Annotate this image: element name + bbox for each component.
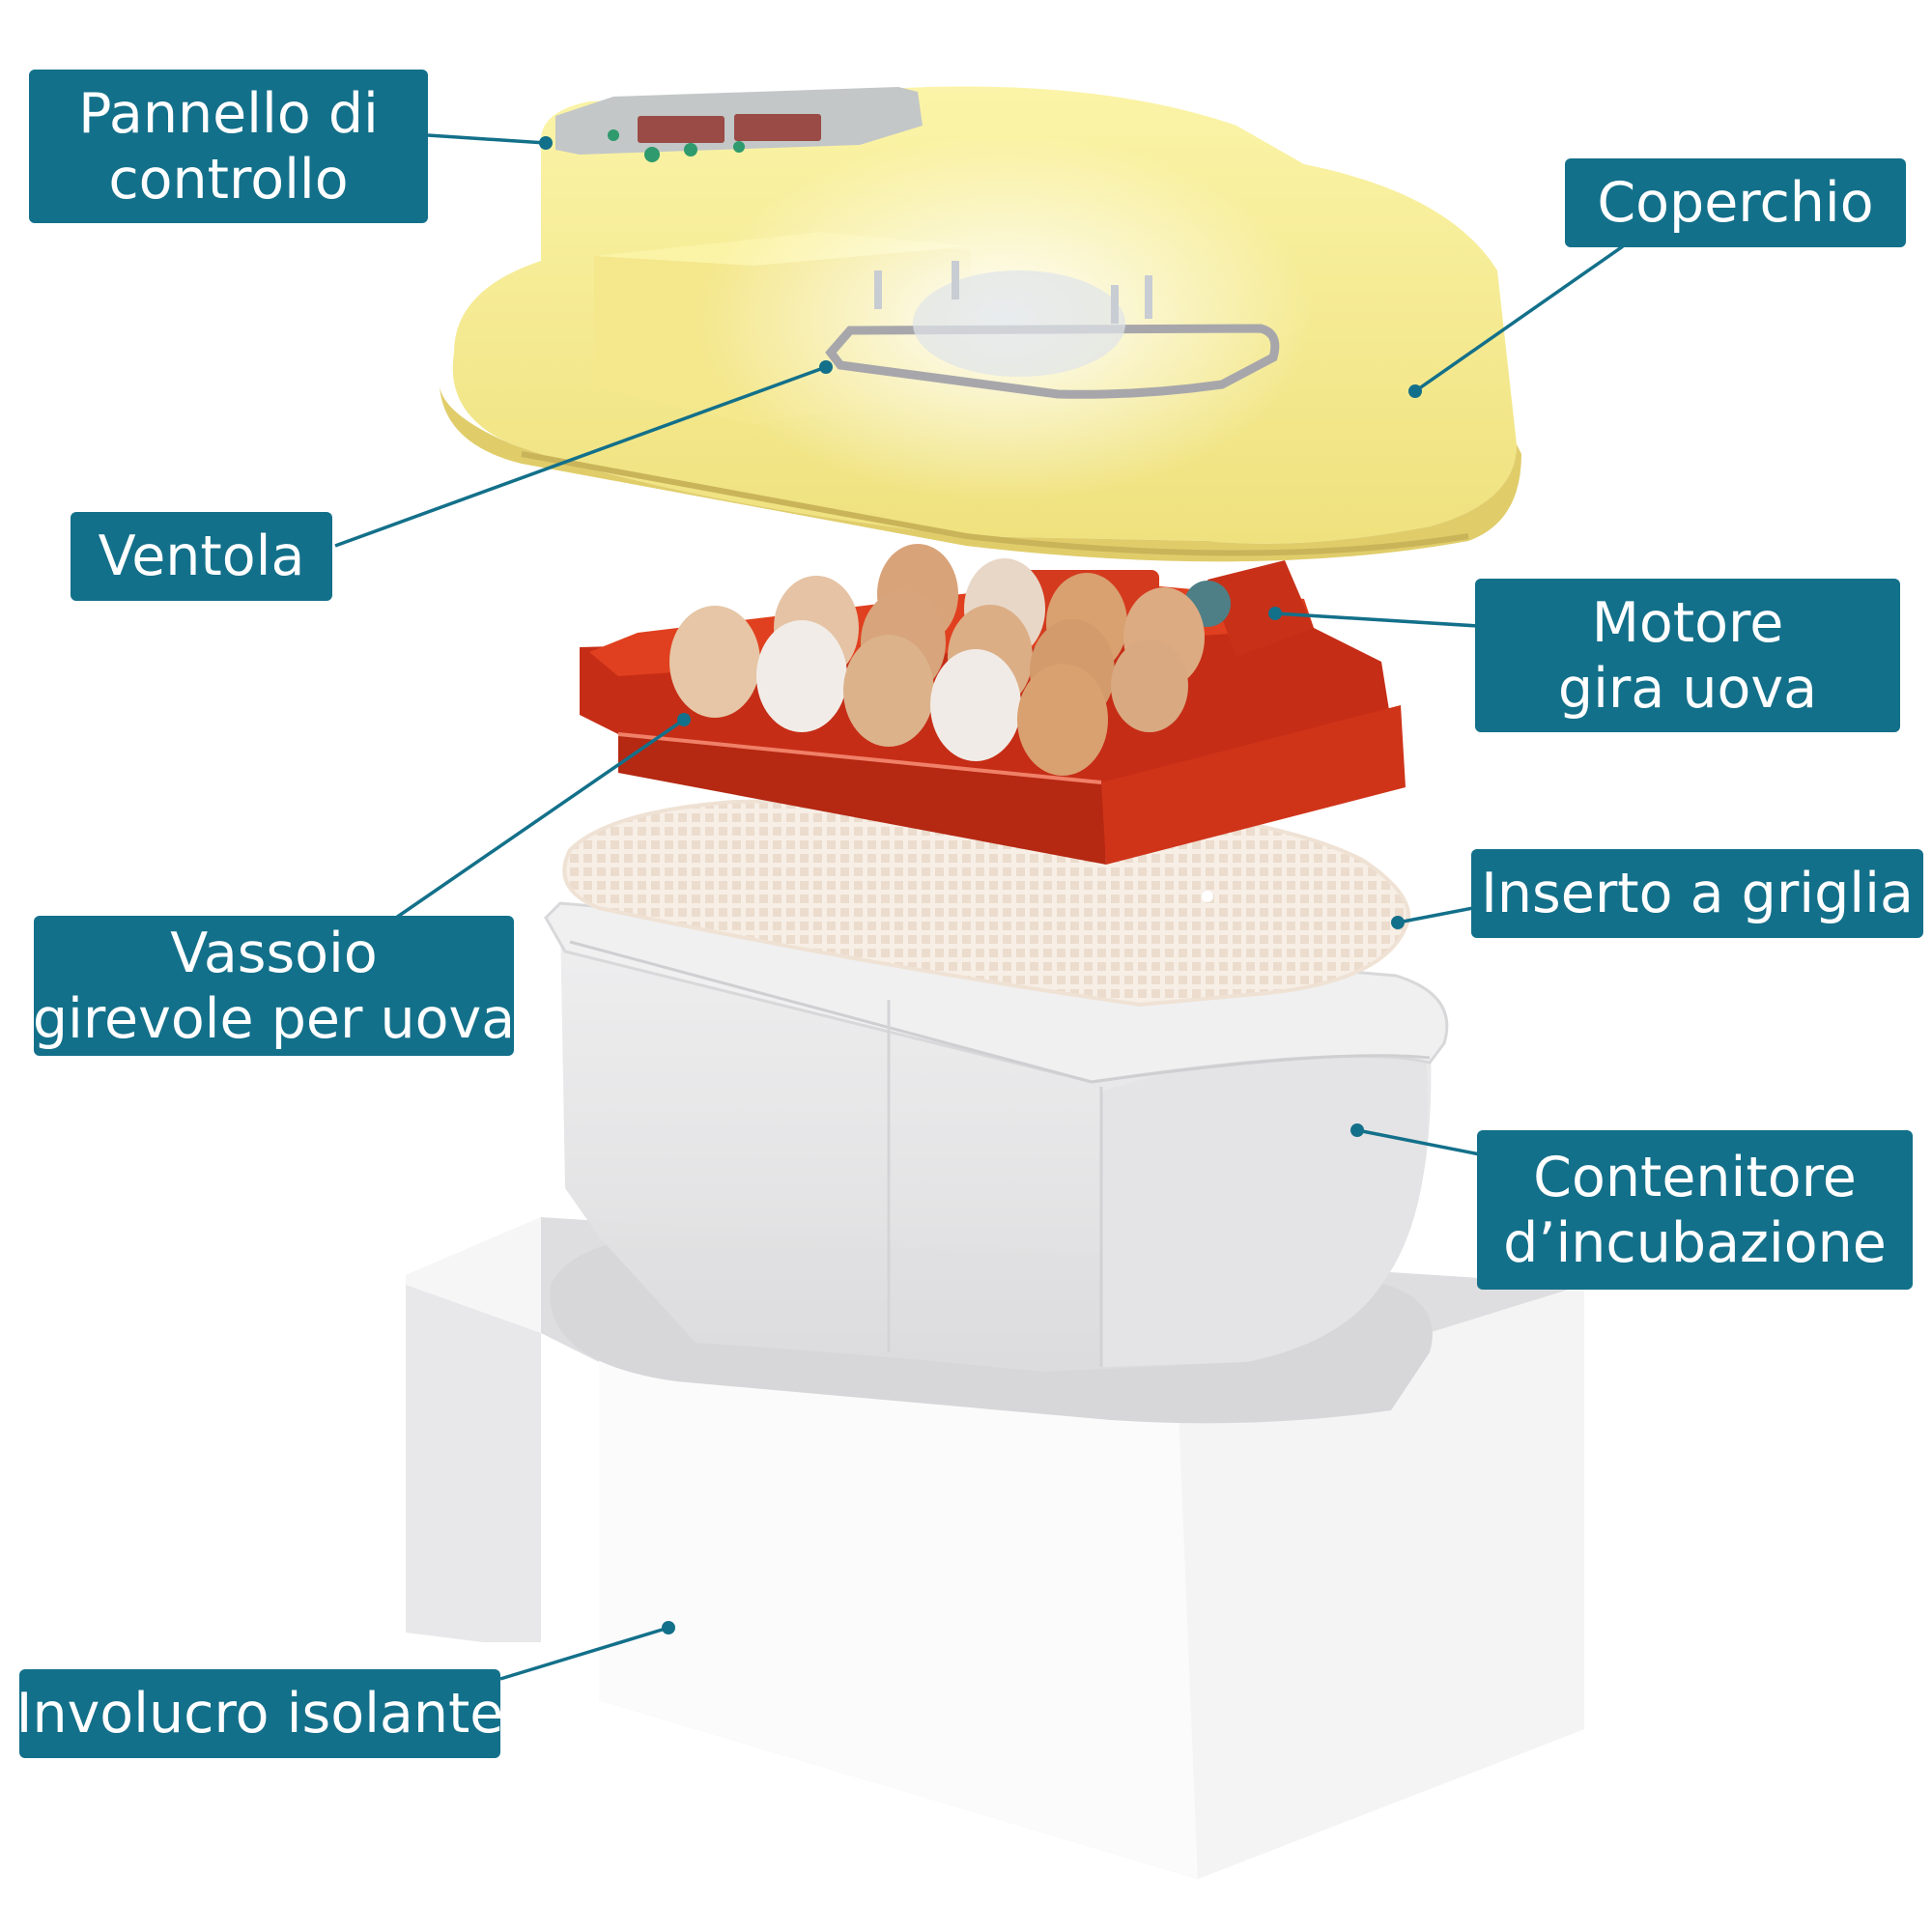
insulating-shell	[406, 1217, 1584, 1879]
leader-fan	[334, 365, 827, 548]
control-panel	[555, 87, 923, 162]
label-fan: Ventola	[71, 512, 332, 601]
label-tray: Vassoio girevole per uova	[32, 916, 516, 1056]
leader-turner-motor	[1274, 611, 1479, 628]
leader-container	[1356, 1128, 1481, 1156]
dot-grid-insert	[1391, 916, 1405, 929]
dot-tray	[677, 713, 691, 726]
dot-shell	[662, 1621, 675, 1634]
dot-fan	[819, 360, 833, 374]
label-shell-line1: Involucro isolante	[15, 1682, 504, 1746]
label-shell: Involucro isolante	[16, 1669, 503, 1758]
label-turner-motor: Motore gira uova	[1475, 579, 1900, 732]
label-control-panel: Pannello di controllo	[29, 70, 428, 223]
label-fan-line1: Ventola	[98, 525, 305, 588]
label-lid-line1: Coperchio	[1597, 171, 1874, 235]
label-turner-motor-line1: Motore	[1591, 590, 1784, 655]
leader-shell	[499, 1626, 669, 1681]
incubation-container	[544, 901, 1449, 1372]
label-container: Contenitore d’incubazione	[1477, 1130, 1913, 1290]
leader-control-panel	[427, 133, 547, 145]
label-control-panel-line1: Pannello di	[78, 81, 379, 146]
dot-lid	[1408, 384, 1422, 398]
dot-turner-motor	[1268, 607, 1282, 620]
lid	[440, 86, 1521, 562]
leader-grid-insert	[1397, 906, 1474, 924]
label-container-line2: d’incubazione	[1503, 1210, 1887, 1275]
label-lid: Coperchio	[1565, 158, 1906, 247]
label-container-line1: Contenitore	[1533, 1145, 1857, 1209]
dot-control-panel	[539, 136, 553, 150]
label-tray-line2: girevole per uova	[32, 986, 516, 1051]
label-turner-motor-line2: gira uova	[1557, 656, 1818, 721]
label-grid-insert-line1: Inserto a griglia	[1481, 862, 1914, 925]
eggs	[669, 544, 1205, 776]
label-tray-line1: Vassoio	[170, 921, 378, 985]
leader-tray	[395, 718, 685, 920]
leader-lines	[334, 133, 1625, 1681]
label-control-panel-line2: controllo	[108, 147, 349, 212]
leader-lid	[1413, 244, 1625, 393]
label-grid-insert: Inserto a griglia	[1471, 849, 1923, 938]
dot-container	[1350, 1123, 1364, 1137]
